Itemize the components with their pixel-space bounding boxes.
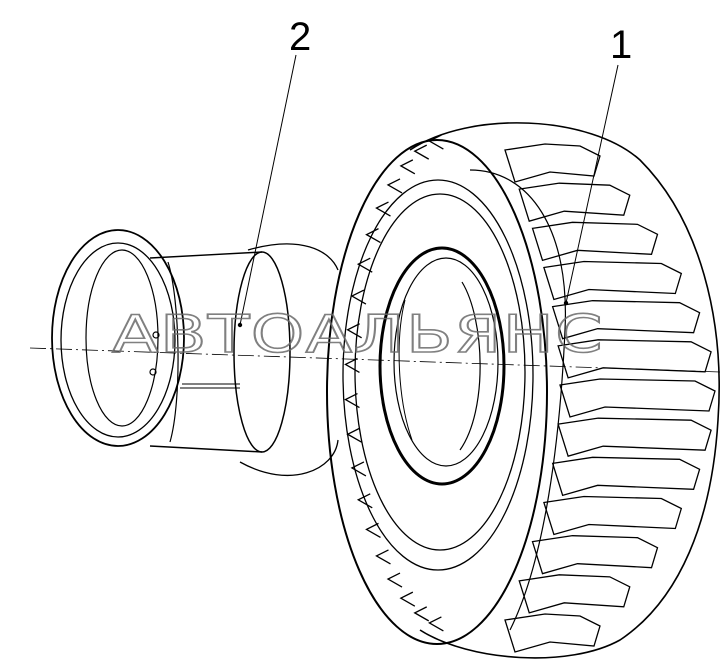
watermark-text: АВТОАЛЬЯНС <box>112 305 604 365</box>
tread-block <box>504 143 601 183</box>
tread-block <box>518 574 631 614</box>
callout-1: 1 <box>610 23 632 67</box>
sidewall-lug <box>375 549 391 565</box>
tire-icon <box>326 122 720 659</box>
tire-leader-line <box>565 64 619 304</box>
tread-block <box>559 378 716 418</box>
sidewall-lug <box>413 606 430 622</box>
tread-block <box>531 535 659 575</box>
callout-2: 2 <box>289 15 311 59</box>
sidewall-lug <box>350 289 367 305</box>
sidewall-lug <box>399 159 416 175</box>
sidewall-lug <box>399 591 416 607</box>
wheel-rim-icon <box>51 229 339 477</box>
sidewall-lug <box>350 461 367 477</box>
tread-block <box>551 300 701 340</box>
rim-leader-dot <box>237 322 243 328</box>
sidewall-lug <box>413 144 430 160</box>
tread-block <box>531 221 659 262</box>
sidewall-lug <box>375 201 391 217</box>
sidewall-lug <box>365 522 381 538</box>
rim-leader-line <box>239 54 297 326</box>
tread-block <box>551 456 701 497</box>
tire-leader-dot <box>563 300 569 306</box>
sidewall-lug <box>356 257 373 273</box>
tread-block <box>543 260 683 301</box>
tread-block <box>557 417 712 457</box>
tread-block <box>557 339 712 379</box>
sidewall-lug <box>428 616 444 632</box>
sidewall-lug <box>386 178 403 194</box>
tread-block <box>518 182 631 222</box>
sidewall-lug <box>386 572 403 588</box>
sidewall-lug <box>344 392 360 409</box>
tread-block <box>504 613 601 653</box>
tread-block <box>543 495 683 536</box>
